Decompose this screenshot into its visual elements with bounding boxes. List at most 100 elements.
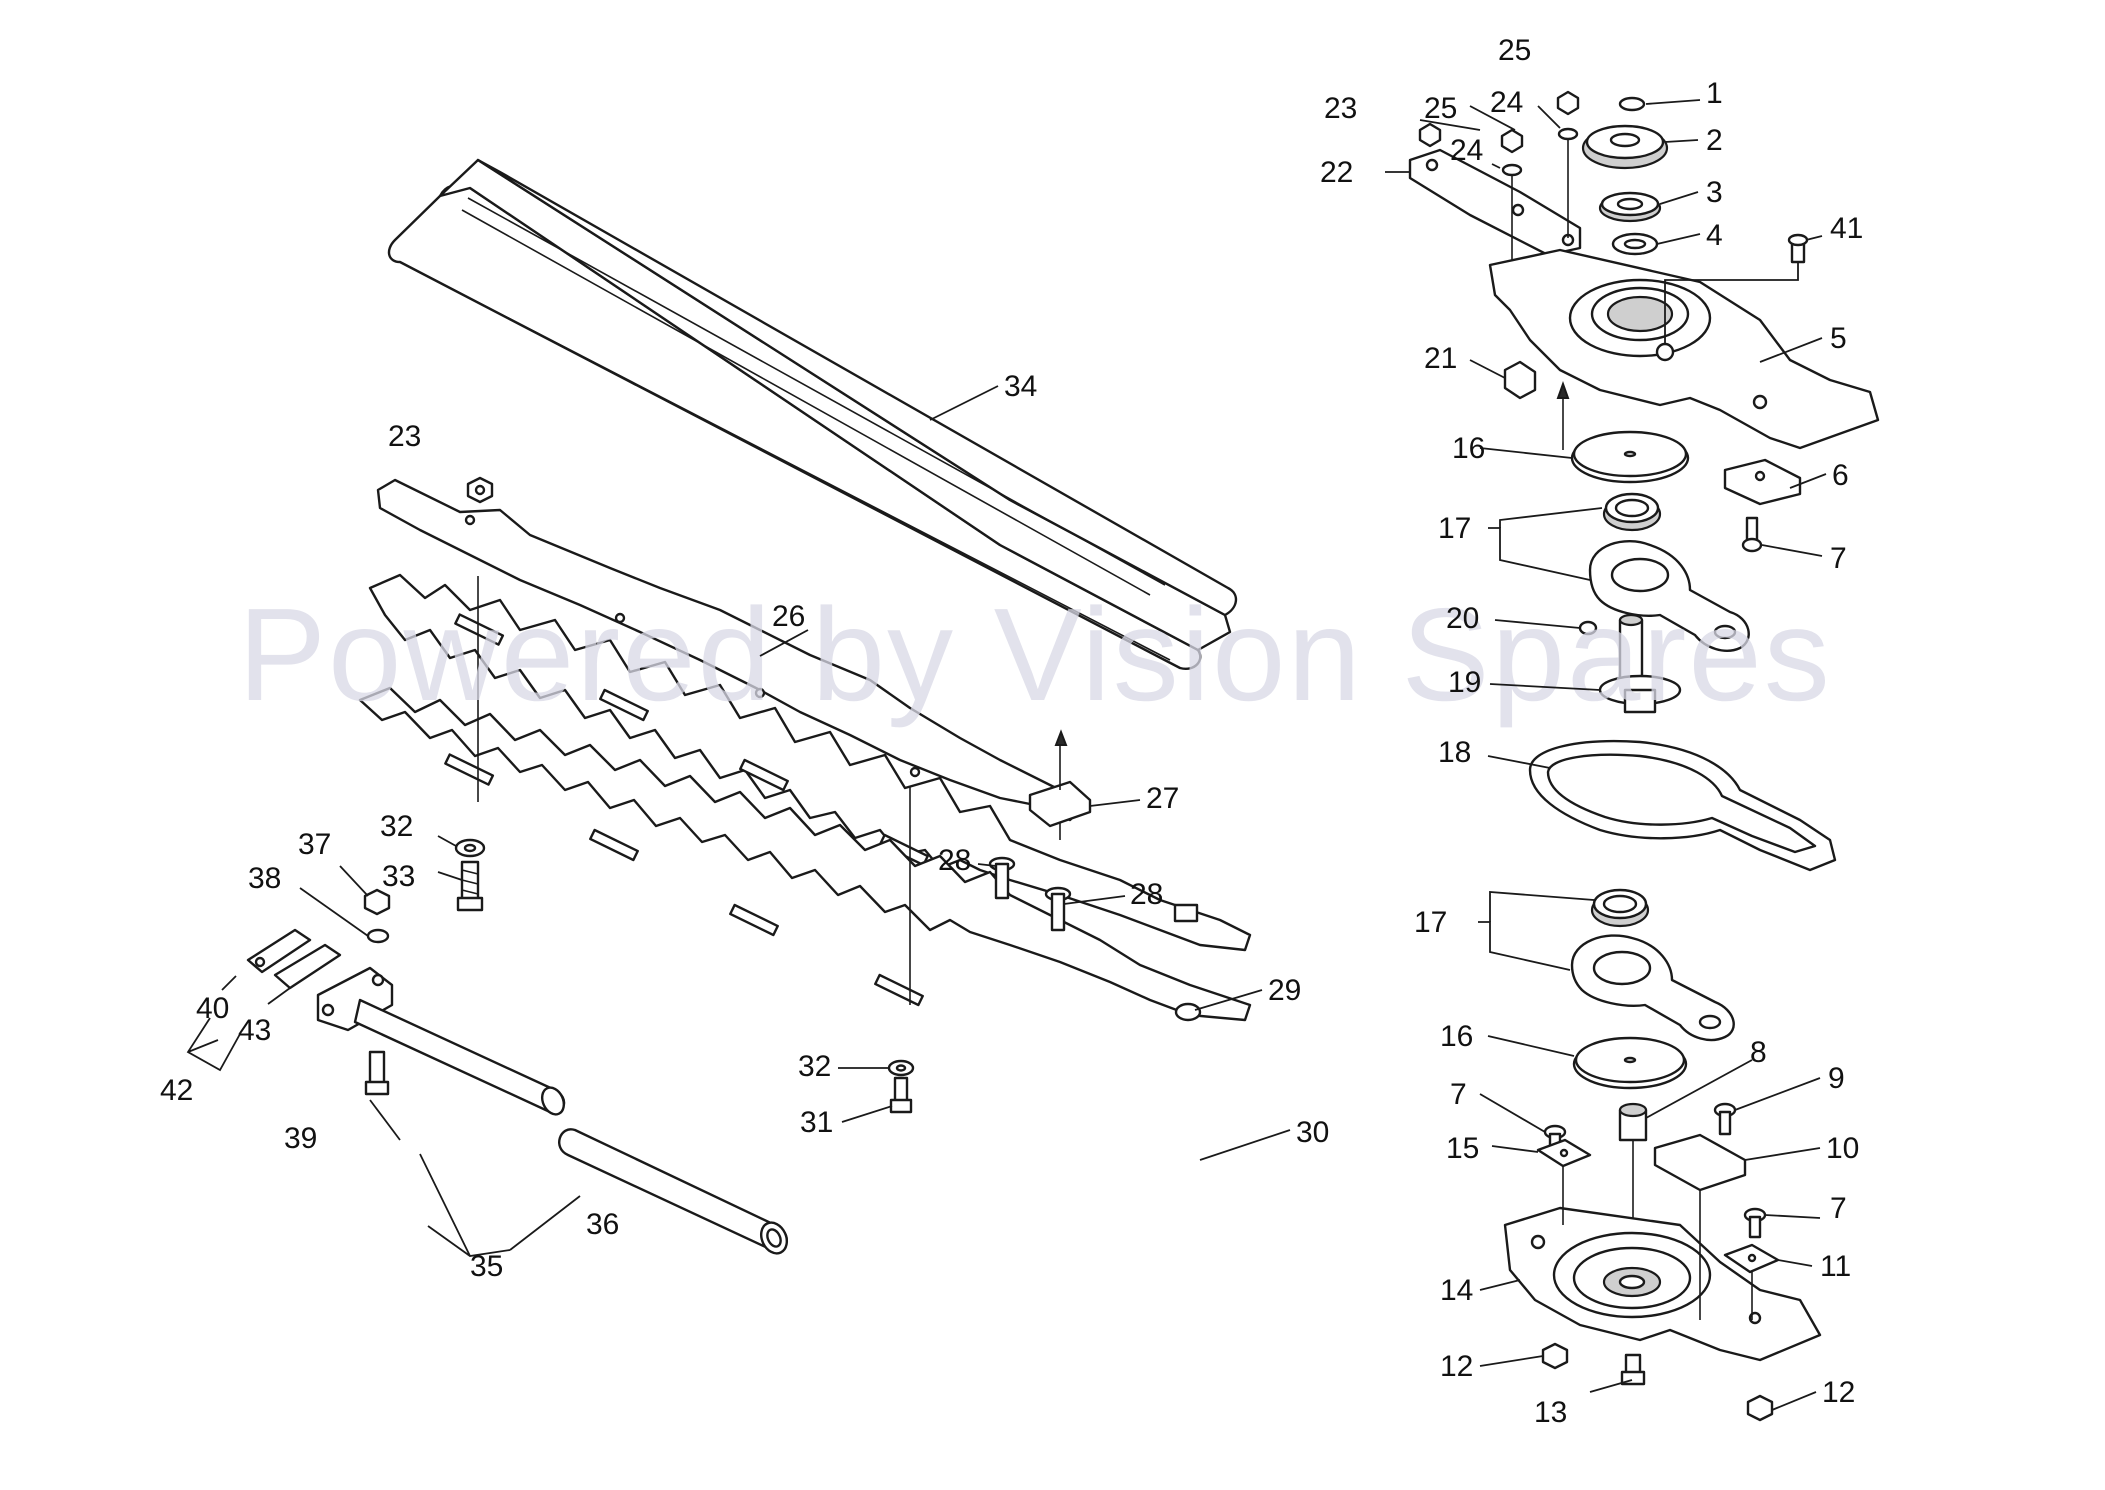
- callout-32-right: 32: [798, 1050, 831, 1083]
- circlip-1-part: [1618, 96, 1646, 112]
- crank-arm-17-upper-part: [1588, 540, 1750, 652]
- callout-26: 26: [772, 600, 805, 633]
- plate-22-part: [1408, 148, 1582, 257]
- blade-cover-part: [387, 158, 1238, 670]
- crank-arm-17-lower-part: [1570, 934, 1735, 1042]
- bushing-8-part: [1618, 1102, 1648, 1142]
- callout-33: 33: [382, 860, 415, 893]
- callout-19: 19: [1448, 666, 1481, 699]
- lower-cutter-blade-part: [358, 686, 1252, 1022]
- washer-32-left-part: [454, 838, 486, 858]
- nut-12-right-part: [1746, 1394, 1774, 1422]
- callout-21: 21: [1424, 342, 1457, 375]
- bearing-ring-17-lower-part: [1590, 888, 1650, 928]
- callout-14: 14: [1440, 1274, 1473, 1307]
- callout-7-upper: 7: [1830, 542, 1847, 575]
- callout-20: 20: [1446, 602, 1479, 635]
- bolt-39-part: [364, 1050, 390, 1096]
- callout-18: 18: [1438, 736, 1471, 769]
- callout-17-lower: 17: [1414, 906, 1447, 939]
- spacer-27-part: [1028, 729, 1092, 828]
- callout-42: 42: [160, 1074, 193, 1107]
- screw-28-b-part: [1044, 886, 1072, 932]
- callout-27: 27: [1146, 782, 1179, 815]
- bevel-gear-2-part: [1581, 124, 1669, 170]
- callout-1: 1: [1706, 77, 1723, 110]
- callout-37: 37: [298, 828, 331, 861]
- screw-28-a-part: [988, 856, 1016, 900]
- callout-23-right: 23: [1324, 92, 1357, 125]
- callout-15: 15: [1446, 1132, 1479, 1165]
- nut-37-part: [363, 888, 391, 916]
- callout-28-right: 28: [1130, 878, 1163, 911]
- callout-9: 9: [1828, 1062, 1845, 1095]
- callout-31: 31: [800, 1106, 833, 1139]
- nut-25-a-part: [1500, 128, 1524, 154]
- washer-24-a-part: [1501, 163, 1523, 177]
- gear-housing-5-part: [1488, 248, 1880, 450]
- callout-23-left: 23: [388, 420, 421, 453]
- callout-29: 29: [1268, 974, 1301, 1007]
- gasket-10-part: [1653, 1133, 1747, 1192]
- callout-22: 22: [1320, 156, 1353, 189]
- callout-17-upper: 17: [1438, 512, 1471, 545]
- callout-24-upper: 24: [1490, 86, 1523, 119]
- washer-24-b-part: [1557, 127, 1579, 141]
- bolt-13-part: [1620, 1353, 1646, 1386]
- bracket-6-part: [1723, 458, 1802, 506]
- leader-lines: [186, 99, 1827, 1411]
- nut-12-left-part: [1541, 1342, 1569, 1370]
- callout-7-right: 7: [1830, 1192, 1847, 1225]
- callout-13: 13: [1534, 1396, 1567, 1429]
- callout-10: 10: [1826, 1132, 1859, 1165]
- bolt-31-part: [889, 1076, 913, 1114]
- plate-43-part: [273, 943, 342, 990]
- washer-32-right-part: [887, 1059, 915, 1077]
- screw-7-upper-part: [1741, 516, 1763, 553]
- washer-38-part: [366, 928, 390, 944]
- plate-40-part: [246, 928, 312, 974]
- block-21-part: [1503, 360, 1537, 400]
- handle-tube-35-part: [353, 998, 566, 1116]
- callout-30: 30: [1296, 1116, 1329, 1149]
- bearing-3-part: [1598, 191, 1662, 223]
- callout-7-left: 7: [1450, 1078, 1467, 1111]
- callout-40: 40: [196, 992, 229, 1025]
- callout-38: 38: [248, 862, 281, 895]
- upper-blade-plate-part: [376, 478, 1082, 822]
- gear-housing-14-part: [1503, 1206, 1822, 1362]
- grip-36-part: [558, 1128, 789, 1255]
- callout-8: 8: [1750, 1036, 1767, 1069]
- plate-11-part: [1723, 1243, 1780, 1274]
- callout-39: 39: [284, 1122, 317, 1155]
- callout-labels: 1 2 3 4 5 6 7 7 7 8 9 10 11 12 12 13 14 …: [160, 34, 1863, 1429]
- nut-25-b-part: [1556, 90, 1580, 116]
- ring-4-part: [1611, 232, 1659, 256]
- callout-35: 35: [470, 1250, 503, 1283]
- callout-25-lower: 25: [1424, 92, 1457, 125]
- callout-36: 36: [586, 1208, 619, 1241]
- grease-nipple-9-part: [1713, 1102, 1737, 1136]
- callout-12-left: 12: [1440, 1350, 1473, 1383]
- callout-5: 5: [1830, 322, 1847, 355]
- cam-plate-16-lower-part: [1572, 1036, 1688, 1090]
- grease-nipple-41-part: [1787, 233, 1809, 264]
- crankshaft-19-part: [1598, 613, 1682, 714]
- watermark-text: Powered by Vision Spares: [238, 581, 1832, 728]
- plate-15-part: [1536, 1138, 1592, 1168]
- bolt-33-part: [456, 860, 484, 912]
- callout-28-left: 28: [938, 844, 971, 877]
- gasket-18-part: [1528, 739, 1837, 872]
- bearing-ring-17-upper-part: [1602, 492, 1662, 532]
- arrow-up-part: [1556, 381, 1570, 450]
- nut-23-left-part: [466, 476, 494, 504]
- callout-41: 41: [1830, 212, 1863, 245]
- callout-24-lower: 24: [1450, 134, 1483, 167]
- callout-16-lower: 16: [1440, 1020, 1473, 1053]
- callout-32-left: 32: [380, 810, 413, 843]
- callout-12-right: 12: [1822, 1376, 1855, 1409]
- callout-4: 4: [1706, 219, 1723, 252]
- callout-6: 6: [1832, 459, 1849, 492]
- callout-43: 43: [238, 1014, 271, 1047]
